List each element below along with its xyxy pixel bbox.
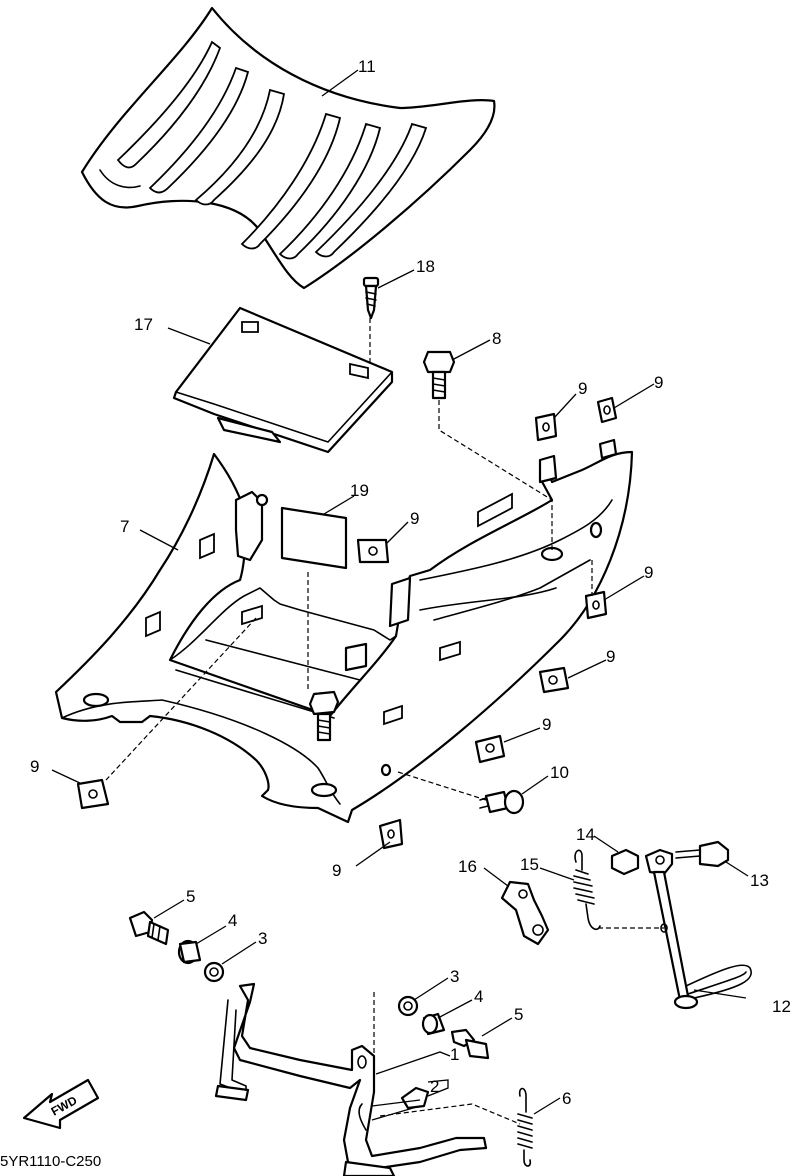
callout-2: 2: [430, 1077, 439, 1096]
spring-6: [517, 1087, 533, 1167]
bolt-5-right: [450, 1028, 490, 1060]
callout-9-h: 9: [332, 861, 341, 880]
callout-5-left: 5: [186, 887, 195, 906]
clip-9-g: [474, 734, 506, 764]
nut-14: [610, 848, 640, 876]
callout-15: 15: [520, 855, 539, 874]
footrest-mat: [80, 6, 496, 290]
callout-6: 6: [562, 1089, 571, 1108]
washer-3-right: [397, 995, 419, 1017]
clip-9-e: [584, 590, 608, 620]
callout-7: 7: [120, 517, 129, 536]
callout-9-g: 9: [542, 715, 551, 734]
bolt-8: [422, 350, 456, 400]
diagram-code: 5YR1110-C250: [0, 1153, 101, 1170]
stopper-2: [400, 1086, 430, 1110]
screw-18: [362, 276, 380, 320]
callout-5-right: 5: [514, 1005, 523, 1024]
callout-19: 19: [350, 481, 369, 500]
callout-9-f: 9: [606, 647, 615, 666]
callout-9-a: 9: [578, 379, 587, 398]
bolt-5-left: [128, 910, 170, 946]
callout-1: 1: [450, 1045, 459, 1064]
collar-4-left: [177, 939, 202, 965]
callout-4-right: 4: [474, 987, 483, 1006]
battery-lid: [172, 306, 394, 454]
clip-9-b: [596, 396, 618, 424]
callout-16: 16: [458, 857, 477, 876]
callout-13: 13: [750, 871, 769, 890]
callout-11: 11: [358, 57, 376, 76]
callout-8: 8: [492, 329, 501, 348]
washer-3-left: [203, 961, 225, 983]
clip-9-d: [76, 778, 110, 810]
screw-10: [479, 789, 525, 815]
fwd-arrow-icon: FWD: [22, 1078, 100, 1130]
clip-9-h: [378, 818, 404, 850]
callout-3-right: 3: [450, 967, 459, 986]
callout-17: 17: [134, 315, 153, 334]
callout-9-e: 9: [644, 563, 653, 582]
callout-18: 18: [416, 257, 435, 276]
callout-12: 12: [772, 997, 791, 1016]
callout-10: 10: [550, 763, 569, 782]
clip-9-f: [538, 666, 570, 694]
callout-9-c: 9: [410, 509, 419, 528]
spring-15: [573, 849, 601, 931]
pad-19: [280, 506, 348, 570]
callout-9-d: 9: [30, 757, 39, 776]
callout-4-left: 4: [228, 911, 237, 930]
center-stand: [214, 982, 488, 1176]
callout-labels: 11 18 17 8 9 9 19 9 7 9 9 9 9 10 9 14 16…: [30, 57, 791, 1108]
callout-9-b: 9: [654, 373, 663, 392]
leader-lines: [51, 69, 749, 1125]
bracket-16: [500, 880, 550, 946]
clip-9-a: [534, 412, 558, 442]
side-stand: [644, 848, 752, 1010]
collar-4-right: [421, 1012, 446, 1036]
bolt-13: [675, 840, 730, 868]
clip-9-c: [356, 538, 390, 564]
floor-panel: [54, 438, 634, 824]
callout-14: 14: [576, 825, 595, 844]
floor-bolt: [308, 690, 340, 742]
callout-3-left: 3: [258, 929, 267, 948]
